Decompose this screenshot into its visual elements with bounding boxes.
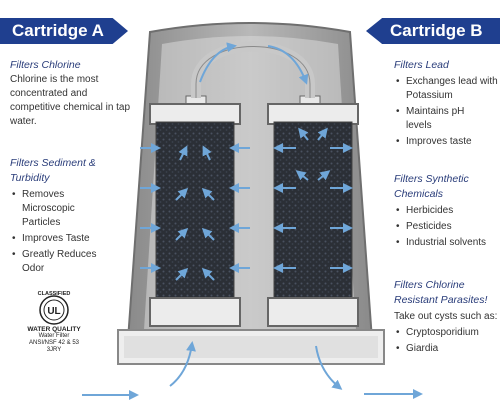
list-item: Pesticides <box>394 220 498 234</box>
parasites-list: Cryptosporidium Giardia <box>394 326 498 356</box>
parasites-text: Take out cysts such as: <box>394 311 498 322</box>
cartridge-b-tab: Cartridge B <box>366 18 500 44</box>
sediment-block: Filters Sediment & Turbidity Removes Mic… <box>10 156 138 278</box>
flow-arrows <box>82 42 423 400</box>
cartridge-a <box>149 95 241 327</box>
list-item: Improves taste <box>394 135 498 149</box>
chlorine-heading: Filters Chlorine <box>10 59 81 71</box>
synthetic-list: Herbicides Pesticides Industrial solvent… <box>394 204 498 250</box>
list-item: Herbicides <box>394 204 498 218</box>
chlorine-block: Filters Chlorine Chlorine is the most co… <box>10 58 138 129</box>
ul-title: WATER QUALITY <box>27 326 81 333</box>
parasites-block: Filters Chlorine Resistant Parasites! Ta… <box>394 278 498 358</box>
ul-line-2: ANSI/NSF 42 & 53 <box>28 340 80 346</box>
synthetic-block: Filters Synthetic Chemicals Herbicides P… <box>394 172 498 252</box>
list-item: Greatly Reduces Odor <box>10 248 138 276</box>
sediment-heading: Filters Sediment & Turbidity <box>10 157 96 184</box>
lead-block: Filters Lead Exchanges lead with Potassi… <box>394 58 498 151</box>
sediment-list: Removes Microscopic Particles Improves T… <box>10 188 138 276</box>
cartridge-a-tab: Cartridge A <box>0 18 128 44</box>
cartridge-b <box>267 95 359 327</box>
lead-list: Exchanges lead with Potassium Maintains … <box>394 75 498 149</box>
parasites-heading: Filters Chlorine Resistant Parasites! <box>394 279 488 306</box>
list-item: Maintains pH levels <box>394 105 498 133</box>
synthetic-heading: Filters Synthetic Chemicals <box>394 173 469 200</box>
ul-line-1: Water Filter <box>38 333 70 339</box>
list-item: Giardia <box>394 342 498 356</box>
list-item: Exchanges lead with Potassium <box>394 75 498 103</box>
list-item: Improves Taste <box>10 232 138 246</box>
ul-certification: WATER QUALITY Water Filter ANSI/NSF 42 &… <box>18 326 90 354</box>
list-item: Industrial solvents <box>394 236 498 250</box>
chlorine-text: Chlorine is the most concentrated and co… <box>10 74 131 127</box>
list-item: Cryptosporidium <box>394 326 498 340</box>
list-item: Removes Microscopic Particles <box>10 188 138 230</box>
lead-heading: Filters Lead <box>394 59 449 71</box>
ul-line-3: 3JRY <box>46 347 62 353</box>
